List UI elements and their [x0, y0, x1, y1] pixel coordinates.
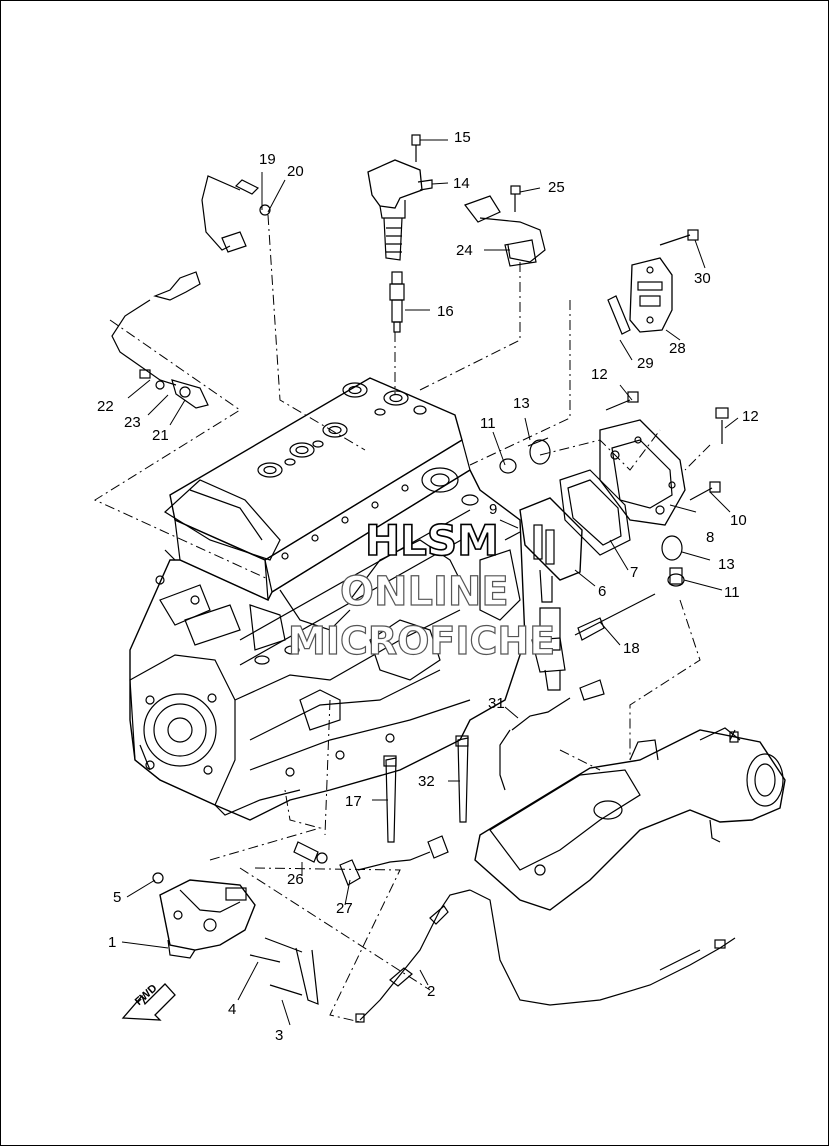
callout-29: 29 — [637, 355, 654, 372]
cable-tie-32 — [455, 735, 469, 823]
callout-23: 23 — [124, 414, 141, 431]
ecu-6 — [519, 497, 583, 603]
callout-22: 22 — [97, 398, 114, 415]
watermark-line-3: MICROFICHE — [287, 619, 556, 663]
callout-1: 1 — [108, 934, 117, 951]
callout-13-upper: 13 — [513, 395, 530, 412]
ecu-mount-plate — [599, 419, 686, 526]
bolt-3 — [264, 937, 319, 1005]
callout-10: 10 — [730, 512, 747, 529]
gasket-7 — [559, 469, 631, 556]
callout-12-left: 12 — [591, 366, 608, 383]
cable-tie-17 — [383, 755, 397, 843]
sensor-27 — [339, 835, 449, 886]
callout-7: 7 — [630, 564, 639, 581]
callout-17: 17 — [345, 793, 362, 810]
callout-28: 28 — [669, 340, 686, 357]
intake-manifold — [474, 727, 786, 911]
gasket-29 — [607, 295, 631, 335]
callout-2: 2 — [427, 983, 436, 1000]
sensor-31 — [499, 679, 605, 791]
mounting-plate-28 — [629, 257, 673, 333]
callout-9: 9 — [489, 501, 498, 518]
callout-31: 31 — [488, 695, 505, 712]
watermark-line-1: HLSM — [364, 516, 500, 565]
engine-block — [129, 377, 526, 821]
callout-11-upper: 11 — [480, 415, 496, 432]
bolt-4 — [249, 954, 281, 963]
callout-32: 32 — [418, 773, 435, 790]
callout-4: 4 — [228, 1001, 237, 1018]
callout-15: 15 — [454, 129, 471, 146]
leader-lines — [93, 139, 739, 1026]
spark-plug — [389, 271, 405, 333]
sensor-harness-19 — [201, 175, 271, 253]
callout-5: 5 — [113, 889, 122, 906]
callout-24: 24 — [456, 242, 473, 259]
sensor-21 — [111, 271, 209, 409]
callout-21: 21 — [152, 427, 169, 444]
throttle-cable — [355, 889, 736, 1023]
sensor-26 — [293, 841, 328, 864]
throttle-bracket — [152, 872, 256, 959]
callout-30: 30 — [694, 270, 711, 287]
callout-14: 14 — [453, 175, 470, 192]
callout-11-lower: 11 — [724, 584, 740, 601]
callout-20: 20 — [287, 163, 304, 180]
callout-25: 25 — [548, 179, 565, 196]
bolt-30 — [659, 229, 699, 246]
callout-8: 8 — [706, 529, 715, 546]
callout-12-right: 12 — [742, 408, 759, 425]
sensor-18 — [574, 593, 656, 641]
connectors — [531, 607, 566, 691]
callout-26: 26 — [287, 871, 304, 888]
grommets — [499, 437, 685, 587]
callout-16: 16 — [437, 303, 454, 320]
callout-18: 18 — [623, 640, 640, 657]
callout-13-lower: 13 — [718, 556, 735, 573]
cam-position-sensor — [464, 185, 546, 267]
callout-27: 27 — [336, 900, 353, 917]
callout-19: 19 — [259, 151, 276, 168]
callout-6: 6 — [598, 583, 607, 600]
spark-plug-holes — [257, 382, 427, 478]
callout-3: 3 — [275, 1027, 284, 1044]
ignition-coil — [367, 134, 433, 261]
watermark-line-2: ONLINE — [339, 569, 509, 615]
fwd-arrow — [121, 983, 176, 1021]
bolts-ecu — [504, 391, 729, 541]
